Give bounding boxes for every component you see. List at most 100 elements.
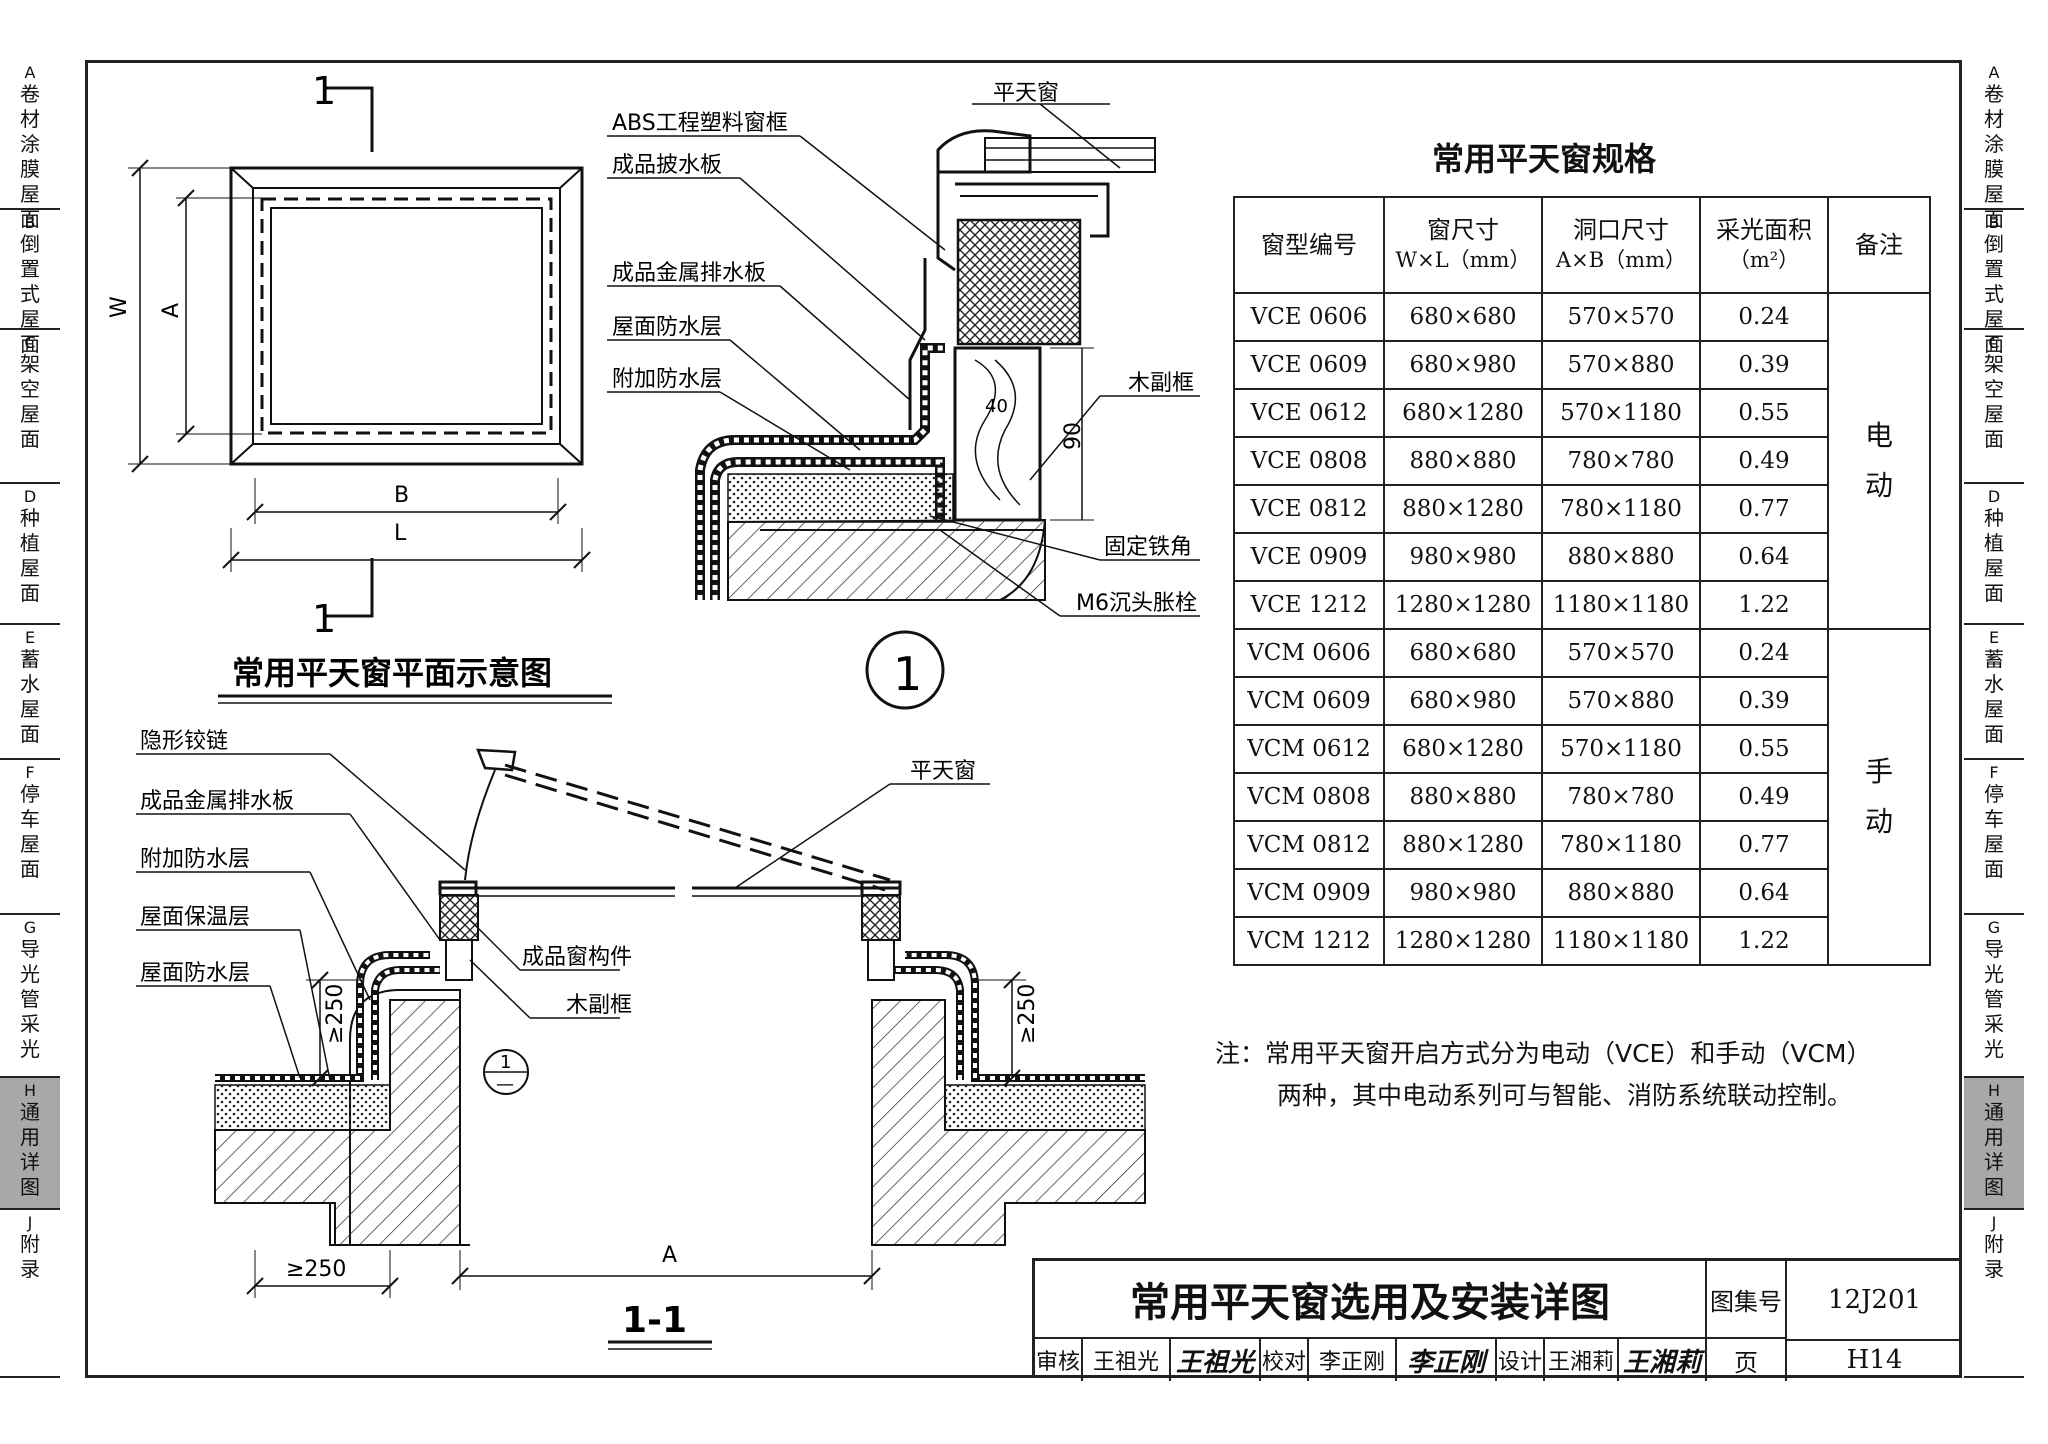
header-opening-size: 洞口尺寸 A×B（mm） bbox=[1541, 196, 1701, 294]
detail-1: 40 90 平天窗 ABS工程塑料窗框 成品披水 bbox=[607, 81, 1200, 710]
section-tab-char: 用 bbox=[1984, 1125, 2004, 1149]
section-tab-char: 膜 bbox=[20, 157, 40, 181]
section-tab-char: 面 bbox=[1984, 207, 2004, 231]
sec-dim-250-right: ≥250 bbox=[1015, 984, 1040, 1044]
section-tab-char: 式 bbox=[20, 282, 40, 306]
header-light-area-unit: （m²） bbox=[1728, 248, 1800, 272]
section-tab-char: 光 bbox=[20, 962, 40, 986]
cell-opening: 570×570 bbox=[1541, 292, 1701, 342]
cell-model: VCE 0808 bbox=[1233, 436, 1385, 486]
section-tab-char: 种 bbox=[20, 506, 40, 530]
section-tab-char: 涂 bbox=[1984, 132, 2004, 156]
section-tab-char: 式 bbox=[1984, 282, 2004, 306]
section-tab-char: 附 bbox=[20, 1232, 40, 1256]
label-bolt: M6沉头胀栓 bbox=[1076, 591, 1197, 616]
checker-signature: 李正刚 bbox=[1397, 1339, 1497, 1381]
section-tab-char: 面 bbox=[20, 332, 40, 356]
section-tab-char: 导 bbox=[20, 937, 40, 961]
cell-window: 680×1280 bbox=[1383, 724, 1543, 774]
section-tab-letter: G bbox=[23, 918, 37, 937]
section-tab-char: 面 bbox=[1984, 581, 2004, 605]
section-tab-char: 材 bbox=[20, 107, 40, 131]
section-tab-char: 光 bbox=[1984, 962, 2004, 986]
header-opening-size-unit: A×B（mm） bbox=[1555, 248, 1687, 272]
section-tab-letter: H bbox=[1987, 1081, 2001, 1100]
section-tab-letter: F bbox=[1989, 763, 1999, 782]
cell-window: 880×880 bbox=[1383, 772, 1543, 822]
section-tab-char: 停 bbox=[1984, 782, 2004, 806]
cell-opening: 880×880 bbox=[1541, 868, 1701, 918]
cell-opening: 570×1180 bbox=[1541, 724, 1701, 774]
note: 注：常用平天窗开启方式分为电动（VCE）和手动（VCM） 两种，其中电动系列可与… bbox=[1215, 1033, 1871, 1117]
detail1-dim-90: 90 bbox=[1061, 422, 1086, 450]
section-tab-letter: E bbox=[1988, 628, 2000, 647]
cell-opening: 780×1180 bbox=[1541, 484, 1701, 534]
cell-model: VCM 0606 bbox=[1233, 628, 1385, 678]
cell-window: 680×680 bbox=[1383, 628, 1543, 678]
cell-model: VCM 0612 bbox=[1233, 724, 1385, 774]
cell-area: 0.24 bbox=[1699, 628, 1829, 678]
spec-table-title: 常用平天窗规格 bbox=[1432, 140, 1657, 178]
cell-model: VCE 0612 bbox=[1233, 388, 1385, 438]
section-tab-char: 屋 bbox=[1984, 556, 2004, 580]
section-tab-char: 倒 bbox=[20, 232, 40, 256]
cell-opening: 570×570 bbox=[1541, 628, 1701, 678]
section-tab-char: 面 bbox=[20, 857, 40, 881]
section-tab-letter: J bbox=[27, 1213, 33, 1232]
section-tab-char: 通 bbox=[20, 1100, 40, 1124]
section-tab-char: 屋 bbox=[1984, 182, 2004, 206]
section-tab-char: 屋 bbox=[20, 402, 40, 426]
section-tab-letter: H bbox=[23, 1081, 37, 1100]
cell-model: VCM 0812 bbox=[1233, 820, 1385, 870]
cell-opening: 570×880 bbox=[1541, 676, 1701, 726]
section-tab-char: 卷 bbox=[1984, 82, 2004, 106]
plan-dim-L: L bbox=[394, 521, 407, 546]
plan-dim-B: B bbox=[394, 483, 409, 508]
section-tab-char: 屋 bbox=[20, 182, 40, 206]
design-label: 设计 bbox=[1497, 1339, 1545, 1381]
section-tab-letter: D bbox=[1987, 487, 2001, 506]
section-tab-char: 屋 bbox=[1984, 697, 2004, 721]
cell-area: 0.64 bbox=[1699, 868, 1829, 918]
cell-model: VCM 1212 bbox=[1233, 916, 1385, 966]
sec-label-drain: 成品金属排水板 bbox=[140, 789, 294, 814]
section-tab-char: 植 bbox=[1984, 531, 2004, 555]
cell-model: VCE 0609 bbox=[1233, 340, 1385, 390]
cell-window: 1280×1280 bbox=[1383, 580, 1543, 630]
sec-ref-top: 1 bbox=[500, 1052, 511, 1073]
label-waterproof: 屋面防水层 bbox=[612, 315, 722, 340]
section-tab-char: 水 bbox=[1984, 672, 2004, 696]
note-line-2: 两种，其中电动系列可与智能、消防系统联动控制。 bbox=[1277, 1081, 1853, 1110]
section-tab-char: 屋 bbox=[20, 556, 40, 580]
section-tab-letter: E bbox=[24, 628, 36, 647]
cell-model: VCE 1212 bbox=[1233, 580, 1385, 630]
cell-window: 1280×1280 bbox=[1383, 916, 1543, 966]
sec-dim-A: A bbox=[662, 1243, 677, 1268]
cell-window: 680×980 bbox=[1383, 340, 1543, 390]
